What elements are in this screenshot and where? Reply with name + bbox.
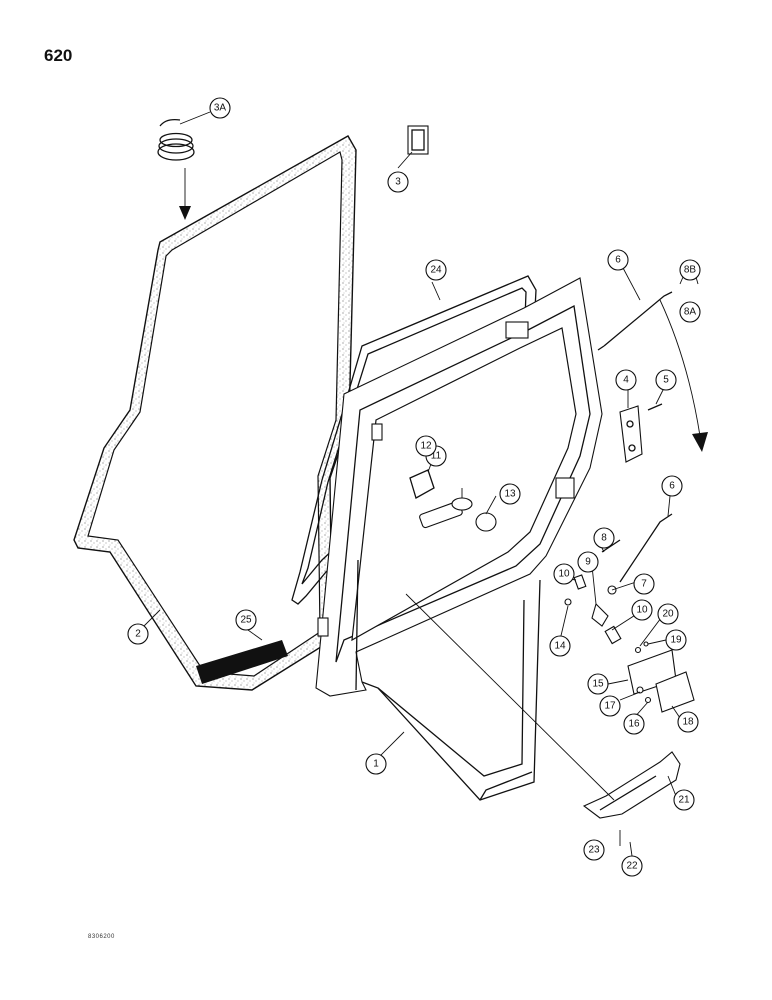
callout-10-right: 10 — [631, 599, 653, 621]
callout-22: 22 — [621, 855, 643, 877]
svg-text:18: 18 — [682, 717, 694, 728]
svg-text:11: 11 — [431, 451, 442, 462]
door-frame — [315, 277, 603, 801]
svg-text:2: 2 — [135, 629, 141, 640]
rod-upper — [597, 291, 673, 351]
callout-1: 1 — [365, 753, 387, 775]
svg-text:12: 12 — [420, 441, 432, 452]
svg-text:7: 7 — [641, 579, 647, 590]
callout-9: 9 — [577, 551, 599, 573]
callout-6-lower: 6 — [661, 475, 683, 497]
callout-17: 17 — [599, 695, 621, 717]
svg-text:8A: 8A — [684, 307, 697, 318]
svg-text:5: 5 — [663, 375, 669, 386]
page-number: 620 — [44, 46, 73, 65]
callout-19: 19 — [665, 629, 687, 651]
svg-text:17: 17 — [604, 701, 616, 712]
callout-12: 12 — [415, 435, 437, 457]
callout-8: 8 — [593, 527, 615, 549]
svg-text:1: 1 — [373, 759, 379, 770]
seal-coil — [157, 118, 195, 161]
latch-assembly — [409, 469, 497, 532]
svg-text:4: 4 — [623, 375, 629, 386]
svg-text:10: 10 — [636, 605, 648, 616]
svg-text:13: 13 — [504, 489, 516, 500]
svg-text:14: 14 — [554, 641, 566, 652]
lock-plate — [619, 403, 663, 463]
curved-arrow — [659, 299, 708, 452]
svg-text:21: 21 — [678, 795, 690, 806]
callout-8A: 8A — [679, 301, 701, 323]
small-hardware — [564, 539, 649, 654]
callout-24: 24 — [425, 259, 447, 281]
svg-text:6: 6 — [615, 255, 621, 266]
callout-21: 21 — [673, 789, 695, 811]
callout-4: 4 — [615, 369, 637, 391]
callout-3: 3 — [387, 171, 409, 193]
callout-25: 25 — [235, 609, 257, 631]
svg-text:19: 19 — [670, 635, 682, 646]
rod-lower — [619, 513, 673, 583]
svg-text:3A: 3A — [214, 103, 227, 114]
callout-15: 15 — [587, 673, 609, 695]
callout-20: 20 — [657, 603, 679, 625]
callout-8B: 8B — [679, 259, 701, 281]
svg-text:16: 16 — [628, 719, 640, 730]
arrow-seal-to-frame — [179, 168, 191, 220]
svg-text:8B: 8B — [684, 265, 697, 276]
callout-6-upper: 6 — [607, 249, 629, 271]
svg-text:23: 23 — [588, 845, 600, 856]
callout-14: 14 — [549, 635, 571, 657]
callout-13: 13 — [499, 483, 521, 505]
hinge-part-3 — [407, 125, 429, 155]
svg-text:9: 9 — [585, 557, 591, 568]
callout-18: 18 — [677, 711, 699, 733]
svg-text:8: 8 — [601, 533, 607, 544]
callout-7: 7 — [633, 573, 655, 595]
door-seal — [73, 135, 357, 691]
callout-5: 5 — [655, 369, 677, 391]
filler-strip — [196, 640, 288, 684]
callout-2: 2 — [127, 623, 149, 645]
callout-16: 16 — [623, 713, 645, 735]
svg-text:25: 25 — [240, 615, 252, 626]
figure-code: 8306200 — [88, 934, 115, 940]
svg-text:24: 24 — [430, 265, 442, 276]
svg-text:3: 3 — [395, 177, 401, 188]
svg-text:6: 6 — [669, 481, 675, 492]
callout-23: 23 — [583, 839, 605, 861]
grab-handle — [582, 751, 681, 819]
svg-text:15: 15 — [592, 679, 604, 690]
callout-3A: 3A — [209, 97, 231, 119]
svg-text:22: 22 — [626, 861, 638, 872]
inside-handle — [627, 649, 695, 713]
svg-text:20: 20 — [662, 609, 674, 620]
svg-text:10: 10 — [558, 569, 570, 580]
callout-10-left: 10 — [553, 563, 575, 585]
